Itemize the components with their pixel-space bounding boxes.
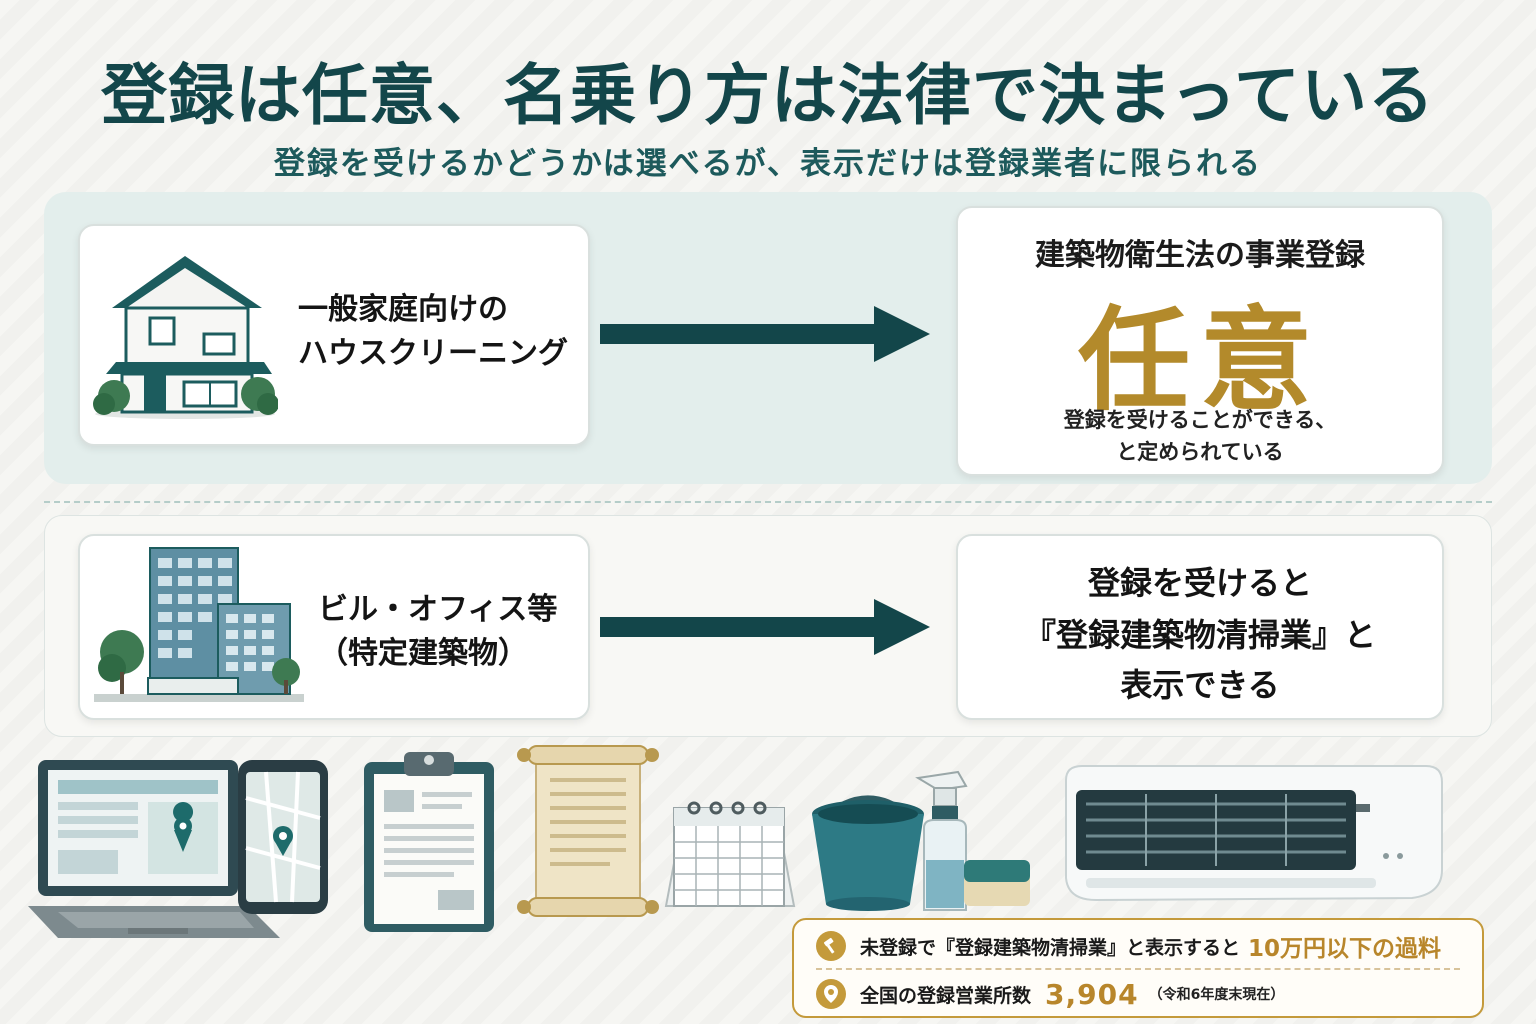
gavel-icon xyxy=(816,931,846,961)
display-line2: 『登録建築物清掃業』と xyxy=(1023,616,1376,654)
household-label: 一般家庭向けの ハウスクリーニング xyxy=(298,288,568,376)
page-title: 登録は任意、名乗り方は法律で決まっている xyxy=(100,57,1436,134)
info-separator xyxy=(816,968,1460,970)
building-label-line1: ビル・オフィス等 xyxy=(318,592,558,627)
penalty-info-box: 未登録で『登録建築物清掃業』と表示すると 10万円以下の過料 全国の登録営業所数… xyxy=(792,918,1484,1018)
page-subtitle: 登録を受けるかどうかは選べるが、表示だけは登録業者に限られる xyxy=(273,146,1263,182)
building-card: ビル・オフィス等 （特定建築物） xyxy=(78,534,590,720)
calendar-icon xyxy=(664,801,796,907)
household-label-line1: 一般家庭向けの xyxy=(298,292,508,327)
laptop-map-icon xyxy=(28,760,280,938)
registration-title: 建築物衛生法の事業登録 xyxy=(1035,238,1365,273)
registration-card: 建築物衛生法の事業登録 任意 登録を受けることができる、 と定められている xyxy=(956,206,1444,476)
registration-description-line1: 登録を受けることができる、 xyxy=(1063,408,1337,432)
display-line1: 登録を受けると xyxy=(1087,564,1312,602)
house-icon xyxy=(93,256,278,419)
clipboard-icon xyxy=(364,752,494,932)
office-count-note: （令和6年度末現在） xyxy=(1148,987,1285,1003)
bucket-icon xyxy=(812,795,924,911)
office-building-icon xyxy=(94,547,304,702)
building-label-line2: （特定建築物） xyxy=(318,636,528,671)
registration-description: 登録を受けることができる、 と定められている xyxy=(958,404,1442,468)
section-divider xyxy=(44,501,1492,503)
office-count-value: 3,904 xyxy=(1045,977,1139,1011)
office-count-row: 全国の登録営業所数 3,904 （令和6年度末現在） xyxy=(816,974,1284,1014)
arrow-right-icon-2 xyxy=(600,599,930,655)
household-label-line2: ハウスクリーニング xyxy=(298,336,568,371)
penalty-row: 未登録で『登録建築物清掃業』と表示すると 10万円以下の過料 xyxy=(816,926,1441,966)
scroll-icon xyxy=(517,745,659,917)
sponge-icon xyxy=(964,860,1030,906)
air-conditioner-icon xyxy=(1065,765,1443,902)
arrow-right-icon xyxy=(600,306,930,362)
smartphone-map-icon xyxy=(238,760,328,914)
location-pin-icon xyxy=(816,979,846,1009)
registration-description-line2: と定められている xyxy=(1116,440,1284,464)
display-line3: 表示できる xyxy=(1120,666,1280,704)
building-label: ビル・オフィス等 （特定建築物） xyxy=(318,588,557,676)
penalty-amount: 10万円以下の過料 xyxy=(1248,936,1442,962)
penalty-text: 未登録で『登録建築物清掃業』と表示すると xyxy=(860,936,1241,959)
household-card: 一般家庭向けの ハウスクリーニング xyxy=(78,224,590,446)
display-card: 登録を受けると 『登録建築物清掃業』と 表示できる xyxy=(956,534,1444,720)
optional-label: 任意 xyxy=(1078,296,1322,426)
spray-bottle-icon xyxy=(915,770,968,911)
office-count-label: 全国の登録営業所数 xyxy=(860,984,1032,1007)
